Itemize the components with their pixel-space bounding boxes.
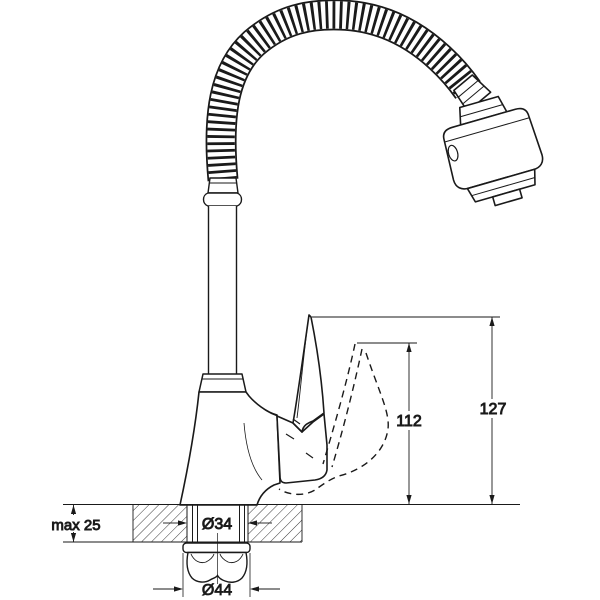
lever-handle-dashed — [278, 343, 389, 496]
riser-pipe — [202, 177, 243, 374]
label-112: 112 — [396, 413, 422, 430]
faucet-body — [179, 373, 281, 506]
arrow-up-icon — [70, 505, 77, 514]
lever-handle — [276, 314, 328, 484]
pipe-bead — [202, 192, 243, 207]
mounting-nut — [186, 551, 248, 583]
arrow-up-icon — [406, 343, 412, 352]
arrow-down-icon — [70, 533, 77, 542]
dimension-flange-diameter: Ø44 — [153, 553, 280, 599]
arrow-up-icon — [489, 317, 495, 326]
arrow-left-icon — [250, 586, 259, 592]
label-127: 127 — [480, 401, 507, 418]
label-diameter-34: Ø34 — [202, 516, 232, 533]
spray-head-neck — [453, 74, 492, 113]
spray-nozzle-nub — [491, 188, 523, 207]
countertop-section — [63, 503, 520, 543]
hose-collar — [207, 177, 239, 194]
mounting-flange — [182, 542, 251, 554]
dimension-counter-thickness: max 25 — [45, 505, 106, 542]
spray-head — [442, 74, 544, 207]
threaded-shank — [192, 505, 245, 543]
label-max-25: max 25 — [51, 517, 100, 534]
spray-head-body — [442, 95, 544, 207]
hose-corrugations — [207, 1, 480, 182]
spray-mode-button — [447, 144, 459, 162]
arrow-right-icon — [178, 520, 187, 526]
body-collar — [198, 373, 247, 393]
arrow-down-icon — [406, 495, 412, 504]
cartridge-housing — [276, 413, 328, 484]
flexible-hose — [205, 0, 481, 182]
arrow-left-icon — [248, 520, 257, 526]
lever-blade — [292, 314, 325, 433]
arrow-right-icon — [174, 586, 183, 592]
dimension-112: 112 — [357, 342, 423, 504]
arrow-down-icon — [489, 495, 495, 504]
label-diameter-44: Ø44 — [202, 582, 232, 599]
spray-face — [466, 168, 536, 203]
dimension-shank-diameter: Ø34 — [163, 516, 272, 533]
dimension-127: 127 — [312, 316, 507, 504]
mounting-assembly — [182, 505, 251, 584]
